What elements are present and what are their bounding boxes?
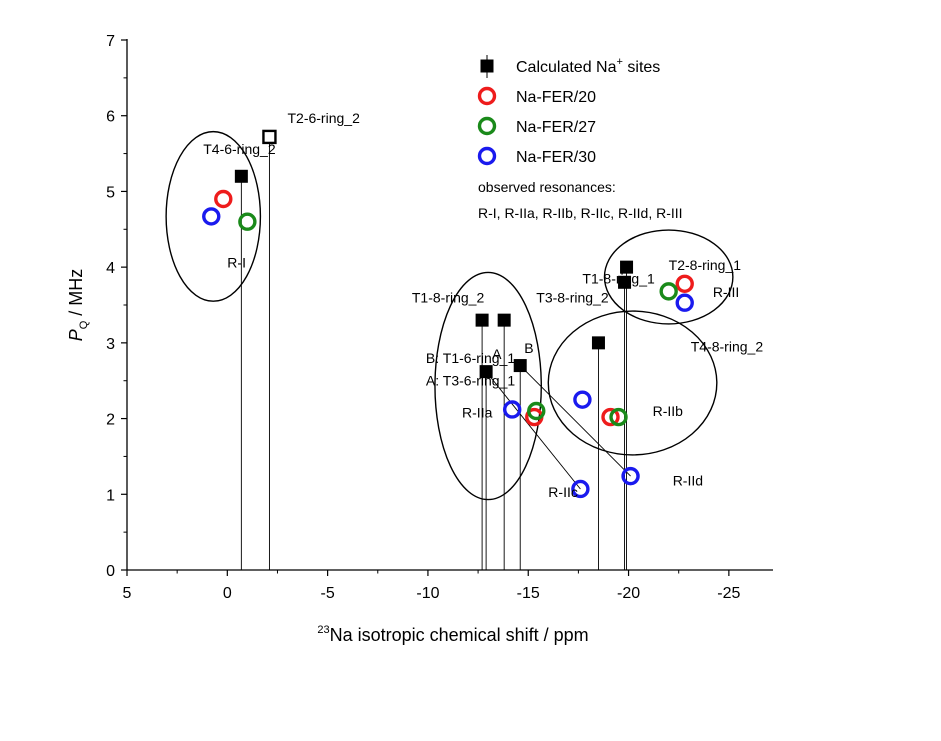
calculated-na-sites-point [620,260,634,274]
annotation-t4-6-ring-2: T4-6-ring_2 [203,141,276,157]
annotation-t1-8-ring-1: T1-8-ring_1 [582,271,655,287]
y-tick-label: 3 [106,336,115,353]
y-tick-label: 5 [106,184,115,201]
y-tick-label: 4 [106,260,115,277]
connector-line-1 [485,371,581,490]
annotation-r-iid: R-IId [673,473,703,489]
legend-label-1: Calculated Na+ sites [516,56,660,76]
connector-line-2 [519,365,631,477]
y-axis-title-main: P [66,329,86,341]
ellipse-r-i [165,130,262,302]
y-axis-title-unit: / MHz [66,269,86,321]
x-axis-title-superscript: 23 [317,624,329,636]
na-fer-27-point [609,407,628,427]
ellipse-r-iia [434,271,542,501]
x-tick-label: -25 [717,585,740,602]
na-fer-20-point [675,274,694,293]
x-tick-label: -20 [617,585,640,602]
annotation-t4-8-ring-2: T4-8-ring_2 [691,339,764,355]
calculated-na-sites-point [618,275,632,289]
x-tick-label: -10 [416,585,439,602]
x-tick-label: -5 [321,585,335,602]
legend-marker-2 [477,86,497,106]
y-axis-title: PQ / MHz [66,269,90,342]
y-tick-label: 7 [106,33,115,50]
legend-marker-3 [477,116,497,136]
x-tick-label: -15 [517,585,540,602]
na-fer-30-point [571,479,590,499]
annotation-r-iia: R-IIa [462,405,493,421]
calculated-na-sites-point [234,169,248,183]
calculated-na-sites-point [513,359,527,373]
calculated-na-sites-point [591,336,605,350]
legend-marker-4 [477,146,497,166]
legend: Calculated Na+ sitesNa-FER/20Na-FER/27Na… [477,55,683,221]
annotation-r-iic: R-IIc [548,484,578,500]
legend-note-1: observed resonances: [478,179,616,195]
y-tick-label: 1 [106,487,115,504]
calculated-na-sites-point [479,365,493,379]
calculated-na-sites-point [475,313,489,327]
annotation-r-iib: R-IIb [653,403,684,419]
x-tick-label: 5 [123,585,132,602]
na-fer-27-point [659,282,678,301]
annotation-b-t1-6-ring-1: B: T1-6-ring_1 [426,350,515,366]
na-fer-30-point [621,466,640,486]
x-axis-title: 23Na isotropic chemical shift / ppm [317,624,588,645]
na-fer-20-point [214,189,233,209]
y-axis-title-subscript: Q [78,320,90,329]
y-tick-label: 6 [106,109,115,126]
annotation-t3-8-ring-2: T3-8-ring_2 [536,289,609,305]
annotation-b: B [524,340,533,356]
na-fer-30-point [202,207,221,226]
y-tick-label: 2 [106,412,115,429]
na-fer-20-point [601,407,620,427]
na-fer-30-point [502,400,522,419]
annotation-r-i: R-I [227,255,246,271]
open-square-site-point [262,129,277,145]
x-tick-label: 0 [223,585,232,602]
annotation-r-iii: R-III [713,284,739,300]
na-fer-27-point [238,212,257,231]
na-fer-30-point [675,293,694,312]
na-fer-27-point [527,401,546,421]
data-points [202,129,694,499]
ellipses-layer [165,130,734,501]
legend-label-2: Na-FER/20 [516,89,596,106]
legend-note-2: R-I, R-IIa, R-IIb, R-IIc, R-IId, R-III [478,205,683,221]
na-fer-30-point [573,390,592,409]
annotations: T2-6-ring_2T4-6-ring_2R-I T1-8-ring_2 T3-8… [203,110,763,500]
annotation-a-t3-6-ring-1: A: T3-6-ring_1 [426,373,515,389]
annotation-a: A [492,346,502,362]
legend-label-4: Na-FER/30 [516,149,596,166]
annotation-t2-8-ring-1: T2-8-ring_1 [669,257,742,273]
annotation-t1-8-ring-2: T1-8-ring_2 [412,289,485,305]
ellipse-r-iii [603,229,734,325]
ellipse-r-iib [547,310,718,456]
calculated-na-sites-point [497,313,511,327]
x-axis-title-text: Na isotropic chemical shift / ppm [330,625,589,645]
y-tick-label: 0 [106,563,115,580]
legend-label-3: Na-FER/27 [516,119,596,136]
annotation-t2-6-ring-2: T2-6-ring_2 [287,110,360,126]
